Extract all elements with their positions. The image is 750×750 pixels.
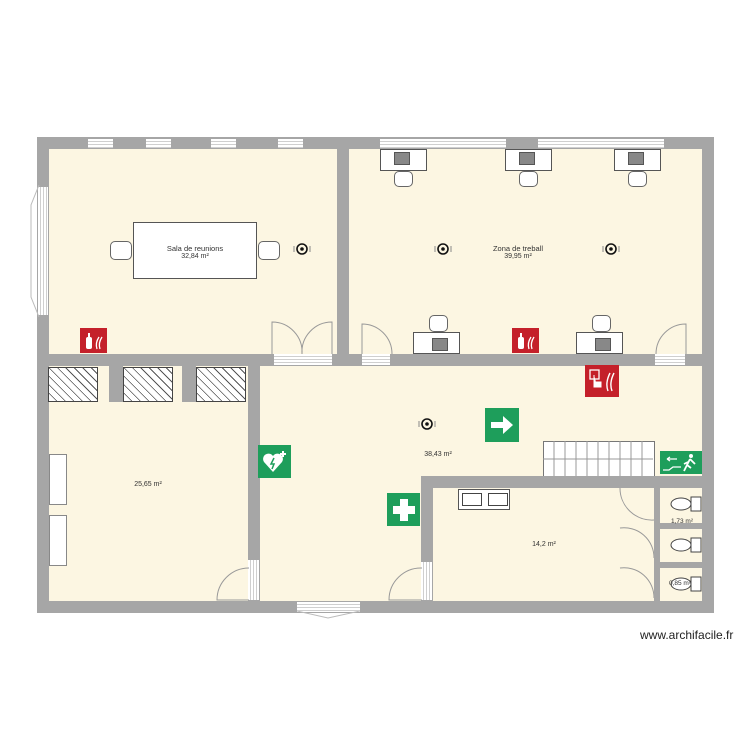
window[interactable] bbox=[146, 139, 171, 148]
fire-extinguisher-sign bbox=[80, 328, 107, 353]
bay-window[interactable] bbox=[38, 187, 48, 315]
door[interactable] bbox=[652, 320, 688, 356]
fire-extinguisher-sign bbox=[512, 328, 539, 353]
shower-partition bbox=[182, 366, 196, 402]
chair[interactable] bbox=[429, 315, 448, 332]
computer-icon bbox=[394, 152, 410, 165]
room-area: 0,85 m² bbox=[668, 580, 692, 587]
emergency-exit-sign bbox=[660, 451, 702, 474]
interior-wall bbox=[660, 523, 702, 529]
door-opening[interactable] bbox=[655, 354, 685, 365]
interior-wall bbox=[654, 488, 660, 601]
first-aid-sign bbox=[387, 493, 420, 526]
meeting-table[interactable] bbox=[133, 222, 257, 279]
room-area: 14,2 m² bbox=[532, 541, 556, 548]
window[interactable] bbox=[88, 139, 113, 148]
computer-icon bbox=[519, 152, 535, 165]
door-opening[interactable] bbox=[362, 354, 390, 365]
wc3-label: 0,85 m² bbox=[660, 580, 700, 588]
chair[interactable] bbox=[258, 241, 280, 260]
fire-alarm-icon bbox=[589, 369, 615, 392]
window[interactable] bbox=[278, 139, 303, 148]
shower[interactable] bbox=[48, 367, 98, 402]
fire-alarm-button-sign bbox=[585, 365, 619, 397]
staircase[interactable] bbox=[543, 441, 655, 477]
room-area: 39,95 m² bbox=[504, 253, 532, 260]
wardrobe[interactable] bbox=[49, 454, 67, 505]
work-zone-label: Zona de treball 39,95 m² bbox=[468, 245, 568, 261]
chair[interactable] bbox=[592, 315, 611, 332]
hall-label: 38,43 m² bbox=[408, 451, 468, 459]
arrow-right-icon bbox=[491, 416, 513, 434]
interior-wall bbox=[421, 476, 433, 562]
door-opening[interactable] bbox=[274, 354, 332, 365]
fire-extinguisher-icon bbox=[517, 332, 535, 349]
interior-wall bbox=[660, 562, 702, 568]
room-area: 38,43 m² bbox=[424, 451, 452, 458]
first-aid-cross-icon bbox=[392, 498, 415, 521]
sink-icon bbox=[462, 493, 482, 506]
shower[interactable] bbox=[196, 367, 246, 402]
interior-wall bbox=[421, 476, 702, 488]
smoke-detector-icon bbox=[434, 243, 452, 255]
double-door[interactable] bbox=[270, 320, 334, 356]
toilet[interactable] bbox=[670, 537, 702, 553]
room-name: Sala de reunions bbox=[166, 244, 224, 253]
room-area: 1,73 m² bbox=[670, 518, 694, 525]
chair[interactable] bbox=[110, 241, 132, 260]
door[interactable] bbox=[360, 320, 394, 356]
locker-room-label: 25,65 m² bbox=[118, 481, 178, 489]
room-locker bbox=[49, 366, 248, 601]
smoke-detector-icon bbox=[602, 243, 620, 255]
room-area: 32,84 m² bbox=[181, 253, 209, 260]
sink-icon bbox=[488, 493, 508, 506]
room-name: Zona de treball bbox=[492, 244, 544, 253]
toilet[interactable] bbox=[670, 576, 702, 592]
door[interactable] bbox=[384, 560, 424, 602]
computer-icon bbox=[595, 338, 611, 351]
window[interactable] bbox=[380, 139, 506, 148]
smoke-detector-icon bbox=[418, 418, 436, 430]
door-opening[interactable] bbox=[421, 562, 432, 600]
wc-doors[interactable] bbox=[618, 486, 658, 602]
toilet[interactable] bbox=[670, 496, 702, 512]
door[interactable] bbox=[212, 560, 252, 602]
door-opening[interactable] bbox=[248, 560, 259, 600]
smoke-detector-icon bbox=[293, 243, 311, 255]
meeting-room-label: Sala de reunions 32,84 m² bbox=[145, 245, 245, 261]
window[interactable] bbox=[211, 139, 236, 148]
watermark: www.archifacile.fr bbox=[640, 628, 734, 642]
chair[interactable] bbox=[519, 171, 538, 187]
aed-defibrillator-sign bbox=[258, 445, 291, 478]
running-man-exit-icon bbox=[663, 453, 696, 471]
shower-partition bbox=[109, 366, 123, 402]
computer-icon bbox=[432, 338, 448, 351]
chair[interactable] bbox=[628, 171, 647, 187]
exit-arrow-sign bbox=[485, 408, 519, 442]
window-outline bbox=[297, 611, 360, 619]
window[interactable] bbox=[538, 139, 664, 148]
shower[interactable] bbox=[123, 367, 173, 402]
washroom-label: 14,2 m² bbox=[514, 541, 574, 549]
aed-heart-icon bbox=[262, 450, 286, 472]
computer-icon bbox=[628, 152, 644, 165]
window[interactable] bbox=[297, 602, 360, 612]
fire-extinguisher-icon bbox=[85, 332, 103, 349]
wc1-label: 1,73 m² bbox=[662, 518, 702, 526]
bay-window-outline bbox=[30, 185, 40, 317]
room-area: 25,65 m² bbox=[134, 481, 162, 488]
wardrobe[interactable] bbox=[49, 515, 67, 566]
chair[interactable] bbox=[394, 171, 413, 187]
